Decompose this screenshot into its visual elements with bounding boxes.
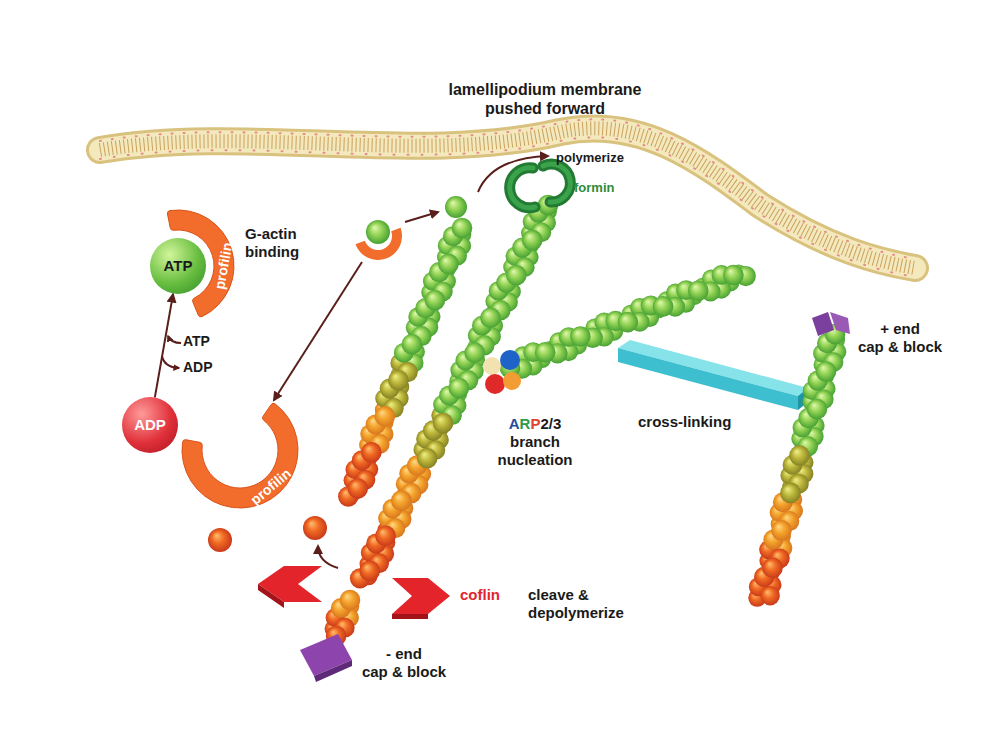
adp-actin: [303, 516, 327, 540]
actin-bead: [762, 558, 783, 579]
arp23-complex: [483, 350, 521, 394]
arrow: [405, 212, 438, 222]
label: - end cap & block: [362, 645, 446, 681]
actin-bead: [361, 442, 382, 463]
actin-bead: [807, 399, 827, 419]
actin-bead: [464, 343, 485, 364]
actin-bead: [653, 296, 674, 317]
cofilin: [258, 566, 450, 619]
plus-end-cap: [812, 312, 850, 336]
formin-half: [543, 164, 570, 202]
actin-bead: [618, 312, 639, 333]
colored-letter: R: [520, 415, 531, 432]
label: formin: [574, 180, 614, 196]
arp-subunit: [485, 374, 505, 394]
actin-bead: [816, 361, 837, 382]
actin-bead: [388, 370, 409, 391]
nucleotide-circle: ATP: [150, 238, 206, 294]
actin-bead: [780, 483, 801, 504]
actin-bead: [449, 378, 470, 399]
actin-bead: [771, 520, 792, 541]
minus-end-cap: [300, 634, 352, 682]
label: ARP2/3 branch nucleation: [497, 415, 572, 469]
actin-bead: [760, 586, 779, 605]
cap-face: [812, 312, 834, 336]
actin-bead: [375, 406, 396, 427]
arp-subunit: [500, 350, 520, 370]
arrow: [478, 156, 548, 192]
g-actin: [366, 220, 390, 244]
label: ATP: [183, 333, 210, 350]
formin-half: [543, 164, 570, 202]
actin-bead: [452, 218, 473, 239]
cap-face: [830, 312, 850, 334]
filament: [500, 264, 756, 378]
label: cleave & depolymerize: [528, 586, 624, 622]
label: + end cap & block: [858, 320, 942, 356]
actin-bead: [570, 326, 590, 346]
arp-subunit: [483, 357, 501, 375]
label: cross-linking: [638, 413, 731, 431]
actin-bead: [789, 445, 810, 466]
cap-side: [314, 660, 352, 682]
nucleotide-circle: ADP: [122, 397, 178, 453]
cofilin-side: [258, 584, 284, 608]
nucleotide-label: ATP: [164, 258, 193, 275]
actin-bead: [723, 265, 744, 286]
cross-link-bar: [618, 340, 808, 410]
cofilin-side: [392, 614, 428, 619]
arrow: [162, 356, 179, 368]
label: ADP: [183, 359, 213, 376]
filament: [338, 218, 472, 507]
actin-bead: [433, 413, 454, 434]
process-arrows: [162, 156, 548, 568]
actin-bead: [506, 265, 526, 285]
arrow: [318, 546, 338, 568]
actin-bead: [359, 561, 380, 582]
cofilin-chevron: [392, 578, 450, 614]
actin-bead: [348, 478, 368, 498]
actin-filaments: [325, 195, 847, 647]
label: polymerize: [556, 150, 624, 166]
actin-bead: [417, 448, 437, 468]
adp-actin: [208, 528, 232, 552]
actin-bead: [391, 490, 412, 511]
actin-bead: [375, 525, 396, 546]
profilin-shape: profilin: [177, 387, 303, 513]
actin-bead: [438, 254, 459, 275]
actin-bead: [425, 290, 445, 310]
exchange-arrow: [155, 294, 173, 398]
label: G-actin binding: [245, 225, 299, 261]
formin-half: [510, 168, 535, 208]
label: lamellipodium membrane pushed forward: [449, 80, 642, 118]
actin-bead: [535, 342, 556, 363]
filament: [350, 195, 558, 589]
arp-subunit: [503, 372, 521, 390]
formin-half: [510, 168, 535, 208]
label: coflin: [460, 586, 500, 604]
actin-bead: [402, 334, 423, 355]
g-actin: [445, 196, 467, 218]
arrow: [274, 262, 362, 400]
filament: [748, 324, 846, 607]
cap-face: [300, 634, 352, 676]
formin-dimer: [510, 164, 571, 208]
profilin-arc: [182, 403, 298, 508]
actin-bead: [522, 230, 543, 251]
actin-bead: [340, 590, 361, 611]
colored-letter: A: [509, 415, 520, 432]
nucleotide-label: ADP: [134, 417, 166, 434]
profilin-outline: [177, 387, 303, 513]
actin-bead: [480, 307, 501, 328]
actin-bead: [688, 280, 709, 301]
arrow: [168, 336, 181, 343]
bar-front: [618, 348, 798, 410]
colored-letter: P: [530, 415, 540, 432]
